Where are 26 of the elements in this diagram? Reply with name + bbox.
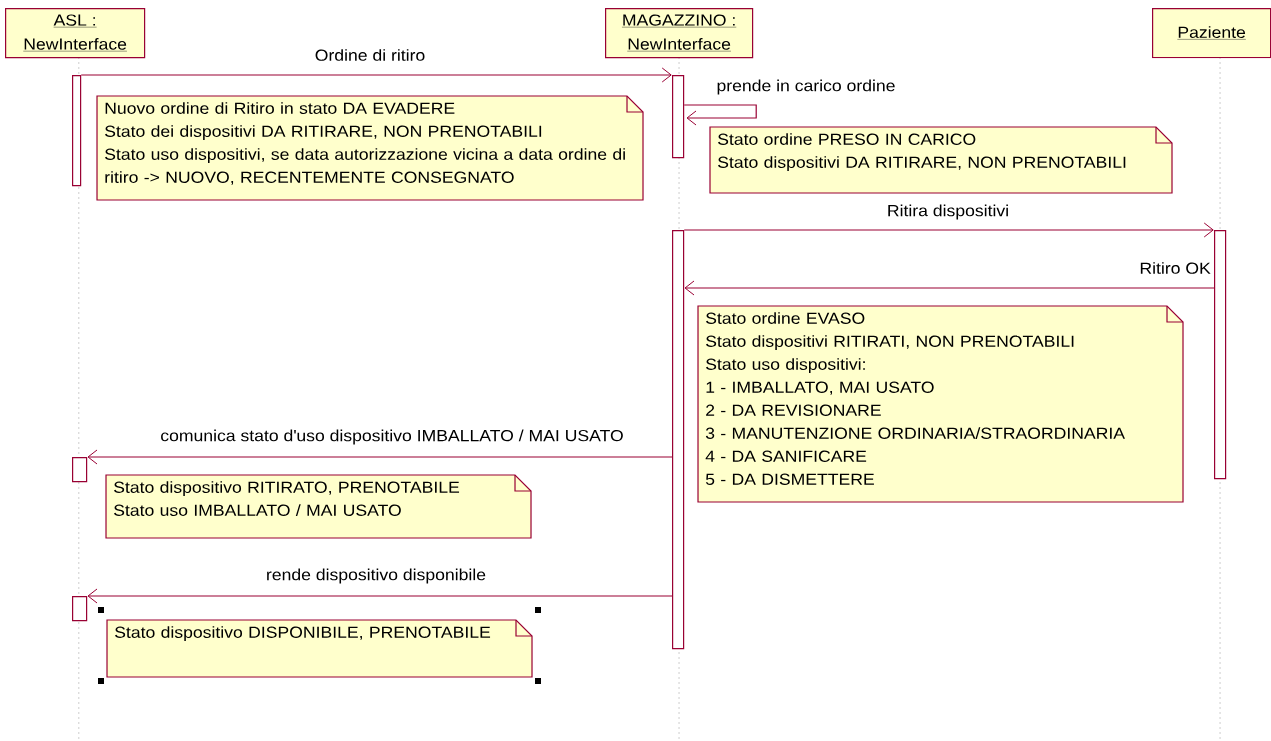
note: Nuovo ordine di Ritiro in stato DA EVADERE Stato dei dispositivi DA RITIRARE, NON PRENOTABILI Stato uso dispositivi, se data autorizzazione vicina a data ordine di ritiro -> NUOVO, RECENTEMENTE CONSEGNATO — [96, 95, 644, 201]
edge-label: Ritiro OK — [1140, 262, 1211, 274]
edge-label: Ordine di ritiro — [315, 49, 425, 61]
note: Stato dispositivo DISPONIBILE, PRENOTABILE — [106, 619, 533, 678]
activation-bar — [72, 75, 82, 187]
message-arrow — [683, 222, 1214, 238]
edge-label: rende dispositivo disponibile — [267, 568, 486, 584]
message-arrow — [80, 67, 672, 83]
lifeline-head: Paziente — [1152, 8, 1271, 59]
activation-bar — [1214, 230, 1227, 480]
edge-label: comunica stato d'uso dispositivo IMBALLATO / MAI USATO — [161, 429, 623, 445]
message-arrow — [684, 280, 1215, 296]
edge-label: prende in carico ordine — [717, 79, 895, 95]
lifeline-head: ASL : NewInterface — [5, 8, 146, 59]
edge-label: Ritira dispositivi — [888, 204, 1008, 220]
note: Stato ordine EVASO Stato dispositivi RITIRATI, NON PRENOTABILI Stato uso dispositivi: 1 - IMBALLATO, MAI USATO 2 - DA REVISIONARE 3 - MANUTENZIONE ORDINARIA/STRAORDINARIA 4 - DA SANIFICARE 5 - DA DISMETTERE — [697, 305, 1184, 503]
activation-bar — [72, 596, 88, 622]
note: Stato ordine PRESO IN CARICO Stato dispositivi DA RITIRARE, NON PRENOTABILI — [709, 126, 1173, 194]
activation-bar — [72, 457, 88, 483]
message-arrow — [87, 449, 673, 465]
message-arrow — [87, 588, 673, 604]
activation-bar — [672, 230, 685, 650]
message-arrow — [683, 104, 757, 126]
lifeline-head: MAGAZZINO : NewInterface — [605, 8, 754, 59]
note: Stato dispositivo RITIRATO, PRENOTABILE Stato uso IMBALLATO / MAI USATO — [105, 474, 532, 539]
activation-bar — [672, 75, 685, 159]
